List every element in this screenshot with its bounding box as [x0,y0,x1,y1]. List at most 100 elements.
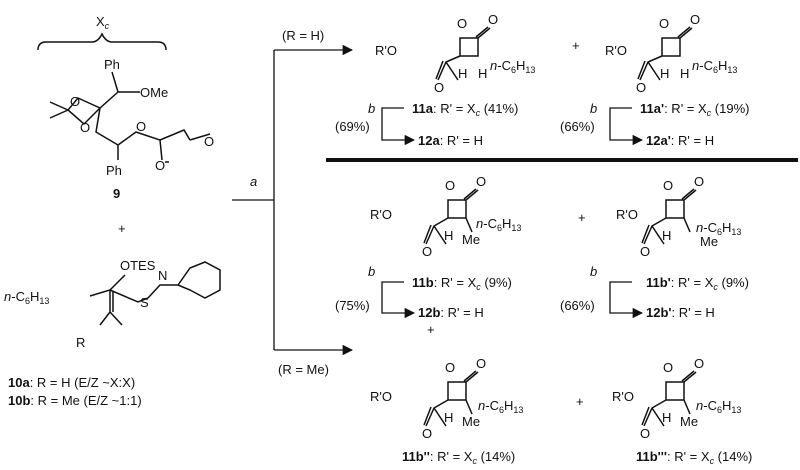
arrow-11a-to-12a [381,107,416,146]
product-11a-prime: O O R'O O H H n-C6H13 [605,12,737,95]
o-aldehyde: O [204,134,214,149]
aux-label: Xc [96,14,110,31]
label-12a: 12a: R' = H [418,133,483,148]
otes-label: OTES [120,258,156,273]
label-12b-prime: 12b': R' = H [646,305,715,320]
h2-11a-prime: H [680,66,689,81]
legend-10: 10a: R = H (E/Z ~X:X) 10b: R = Me (E/Z ~… [8,375,142,408]
c-o-11b: O [476,174,486,189]
yield-b4: (66%) [560,298,595,313]
lactone-11a [435,26,491,81]
chain-11b: n-C6H13 [476,216,521,233]
top-labels: b 11a: R' = Xc (41%) (69%) 12a: R' = H b… [335,101,749,148]
ester-o-11a-prime: O [636,80,646,95]
h-11b-triple-prime: H [662,410,671,425]
bottom-labels-2: 11b'': R' = Xc (14%) 11b''': R' = Xc (14… [402,449,752,466]
yield-b2: (66%) [560,119,595,134]
plus-bottom-3: + [576,394,584,409]
ph-bottom: Ph [106,163,122,178]
label-11b-prime: 11b': R' = Xc (9%) [646,275,749,292]
ring-o-11b-double-prime: O [445,360,455,375]
c-o-11b-prime: O [694,174,704,189]
ring-o-11b-triple-prime: O [663,360,673,375]
product-11b: O O R'O O H Me n-C6H13 [370,174,521,259]
ester-11b-double-prime: R'O [370,389,392,404]
o-carbonyl: O [155,158,165,173]
h-11b: H [444,228,453,243]
product-11a: R'O O O R'O O H H n-C6H13 [375,12,535,95]
c-o-11b-double-prime: O [476,356,486,371]
ring-o-11a-prime: O [659,16,669,31]
n-label: N [158,268,167,283]
product-11b-triple-prime: O O R'O O H Me n-C6H13 [612,356,741,441]
ester-o-11b-prime: O [640,244,650,259]
ester-11a-prime: R'O [605,43,627,58]
lactone-11b-double-prime [423,370,479,427]
ome-label: OMe [140,85,168,100]
ester-11b-prime: R'O [616,207,638,222]
plus-bottom-1: + [578,210,586,225]
ring-o-11b: O [445,178,455,193]
o-ester: O [136,119,146,134]
b-label-1: b [368,101,375,116]
plus-bottom-2: + [427,322,435,337]
reagent-9-skeleton [49,71,211,163]
me-11b-double-prime: Me [462,414,480,429]
h1-11a-prime: H [660,66,669,81]
plus-reagents: + [118,221,126,236]
lactone-11a-prime [637,26,693,81]
legend-10a: 10a: R = H (E/Z ~X:X) [8,375,135,390]
me-11b-triple-prime: Me [680,414,698,429]
arrow-top-label: (R = H) [282,28,324,43]
reagent-10: OTES n-C6H13 R S N [4,258,221,350]
me-11b-prime: Me [700,234,718,249]
ester-o-11b-triple-prime: O [640,426,650,441]
label-11b-triple-prime: 11b''': R' = Xc (14%) [636,449,752,466]
compound-9-number: 9 [113,186,120,201]
ester-o-11b-double-prime: O [422,426,432,441]
aux-brace [37,32,167,51]
lactone-11b-prime [641,188,697,245]
h2-11a: H [478,66,487,81]
lactone-11b-triple-prime [641,370,697,427]
reagent-10-skeleton [89,261,221,326]
bottom-labels-1: b 11b: R' = Xc (9%) (75%) 12b: R' = H b … [335,264,749,337]
label-12a-prime: 12a': R' = H [646,133,714,148]
ester-o-11a: O [434,80,444,95]
arrow-main-label: a [250,174,257,189]
arrow-11b-prime-to-12b-prime [609,281,644,319]
ester-11b: R'O [370,207,392,222]
h-11b-double-prime: H [444,410,453,425]
arrow-11b-to-12b [381,281,416,319]
plus-top: + [572,38,580,53]
c-o-11a: O [488,12,498,27]
b-label-3: b [368,264,375,279]
label-11b: 11b: R' = Xc (9%) [412,275,512,292]
ester-o-11b: O [422,244,432,259]
hexyl-chain-10: n-C6H13 [4,289,49,306]
o-ketal-1: O [70,94,80,109]
ester-11a: R'O [375,43,397,58]
r-label: R [76,335,85,350]
s-label: S [140,295,149,310]
me-11b: Me [462,232,480,247]
c-o-11a-prime: O [690,12,700,27]
ring-o-11b-prime: O [663,178,673,193]
arrow-system: a (R = H) (R = Me) [232,28,354,377]
ring-o-11a: O [457,16,467,31]
b-label-2: b [590,101,597,116]
chain-11b-prime: n-C6H13 [696,220,741,237]
lactone-11b [423,188,479,245]
ph-top: Ph [104,57,120,72]
chain-11b-double-prime: n-C6H13 [478,398,523,415]
o-ketal-2: O [80,120,90,135]
label-11b-double-prime: 11b'': R' = Xc (14%) [402,449,515,466]
label-11a: 11a: R' = Xc (41%) [412,101,518,118]
label-12b: 12b: R' = H [418,305,484,320]
chain-11a-prime: n-C6H13 [692,58,737,75]
yield-b1: (69%) [335,119,370,134]
product-11b-double-prime: O O R'O O H Me n-C6H13 [370,356,523,441]
arrow-11a-prime-to-12a-prime [609,107,644,146]
ester-11b-triple-prime: R'O [612,389,634,404]
